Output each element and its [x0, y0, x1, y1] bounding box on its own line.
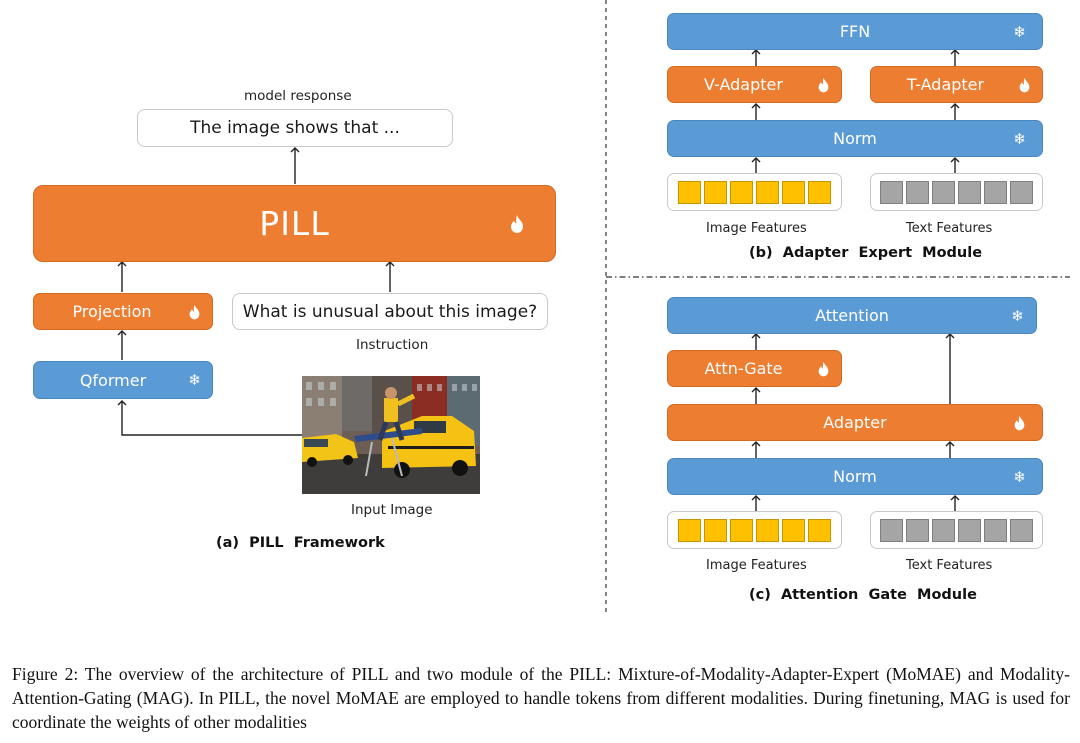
- panel-a-caption: (a) PILL Framework: [216, 535, 385, 551]
- image-token: [808, 180, 831, 204]
- image-token: [730, 518, 753, 542]
- image-token: [808, 518, 831, 542]
- v-adapter-block: V-Adapter: [667, 66, 842, 103]
- fire-icon: [509, 214, 525, 234]
- snowflake-icon: ❄: [1011, 306, 1024, 325]
- input-image-label: Input Image: [351, 502, 433, 518]
- image-token: [730, 180, 753, 204]
- panel-c-caption: (c) Attention Gate Module: [749, 587, 977, 603]
- text-token: [906, 180, 929, 204]
- fire-icon: [188, 303, 201, 320]
- image-token: [704, 180, 727, 204]
- snowflake-icon: ❄: [1013, 467, 1026, 486]
- ffn-label: FFN: [839, 22, 871, 41]
- projection-block: Projection: [33, 293, 213, 330]
- input-image: [302, 376, 480, 494]
- ffn-block: FFN ❄: [667, 13, 1043, 50]
- image-token: [756, 180, 779, 204]
- text-token: [932, 180, 955, 204]
- text-features-label-b: Text Features: [906, 221, 993, 236]
- pill-block: PILL: [33, 185, 556, 262]
- attention-block: Attention ❄: [667, 297, 1037, 334]
- adapter-label: Adapter: [823, 413, 887, 432]
- attention-label: Attention: [815, 306, 889, 325]
- image-token: [756, 518, 779, 542]
- text-token: [906, 518, 929, 542]
- model-response-text: The image shows that ...: [190, 118, 400, 138]
- image-features-c: [667, 511, 842, 549]
- arrow-image-to-qformer: [117, 400, 302, 436]
- image-token: [782, 180, 805, 204]
- snowflake-icon: ❄: [1013, 22, 1026, 41]
- fire-icon: [1013, 414, 1026, 431]
- text-token: [1010, 518, 1033, 542]
- text-token: [984, 518, 1007, 542]
- adapter-block: Adapter: [667, 404, 1043, 441]
- t-adapter-label: T-Adapter: [906, 75, 985, 94]
- text-token: [958, 518, 981, 542]
- qformer-label: Qformer: [79, 370, 147, 390]
- snowflake-icon: ❄: [1013, 129, 1026, 148]
- v-adapter-label: V-Adapter: [704, 75, 783, 94]
- attn-gate-label: Attn-Gate: [704, 359, 783, 378]
- snowflake-icon: ❄: [188, 371, 201, 389]
- image-features-b: [667, 173, 842, 211]
- text-features-c: [870, 511, 1043, 549]
- attn-gate-block: Attn-Gate: [667, 350, 842, 387]
- text-features-label-c: Text Features: [906, 558, 993, 573]
- instruction-box: What is unusual about this image?: [232, 293, 548, 330]
- norm-label-c: Norm: [833, 467, 877, 486]
- pill-label: PILL: [259, 204, 330, 243]
- figure-caption: Figure 2: The overview of the architectu…: [12, 664, 1070, 732]
- image-features-label-c: Image Features: [706, 558, 807, 573]
- model-response-box: The image shows that ...: [137, 109, 453, 147]
- norm-label-b: Norm: [833, 129, 877, 148]
- image-token: [782, 518, 805, 542]
- text-token: [932, 518, 955, 542]
- panel-b-caption: (b) Adapter Expert Module: [749, 245, 983, 261]
- projection-label: Projection: [72, 302, 152, 321]
- t-adapter-block: T-Adapter: [870, 66, 1043, 103]
- image-features-label-b: Image Features: [706, 221, 807, 236]
- image-token: [704, 518, 727, 542]
- image-token: [678, 180, 701, 204]
- model-response-label: model response: [244, 88, 352, 104]
- fire-icon: [817, 360, 830, 377]
- fire-icon: [1018, 76, 1031, 93]
- text-features-b: [870, 173, 1043, 211]
- text-token: [958, 180, 981, 204]
- text-token: [1010, 180, 1033, 204]
- norm-block-c: Norm ❄: [667, 458, 1043, 495]
- text-token: [880, 518, 903, 542]
- instruction-label: Instruction: [356, 337, 429, 353]
- instruction-text: What is unusual about this image?: [242, 301, 538, 322]
- text-token: [984, 180, 1007, 204]
- qformer-block: Qformer ❄: [33, 361, 213, 399]
- text-token: [880, 180, 903, 204]
- norm-block-b: Norm ❄: [667, 120, 1043, 157]
- fire-icon: [817, 76, 830, 93]
- image-token: [678, 518, 701, 542]
